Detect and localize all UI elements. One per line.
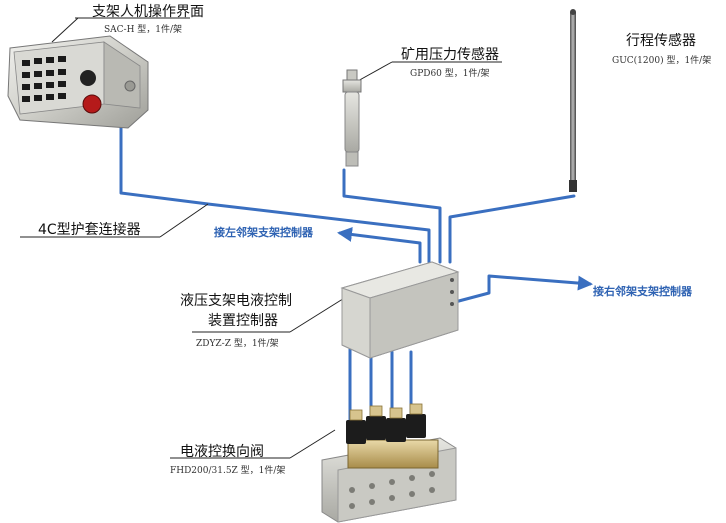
right-link-label: 接右邻架支架控制器 <box>593 285 692 298</box>
cable-stroke-sensor <box>448 194 576 264</box>
cable-pressure-sensor <box>342 168 442 264</box>
stroke-sensor-device <box>569 9 577 192</box>
cables <box>119 126 593 422</box>
pressure-sensor-spec: GPD60 型，1件/架 <box>410 69 490 79</box>
valve-device <box>321 403 457 523</box>
controller-title-line2: 装置控制器 <box>208 313 278 329</box>
hmi-spec: SAC-H 型，1件/架 <box>104 25 183 35</box>
leader-lines <box>20 17 502 459</box>
cable-right-link <box>453 274 593 304</box>
stroke-sensor-title: 行程传感器 <box>626 33 696 49</box>
hmi-device <box>7 35 149 129</box>
valve-spec: FHD200/31.5Z 型，1件/架 <box>170 466 286 476</box>
cable-hmi <box>119 126 431 264</box>
controller-spec: ZDYZ-Z 型，1件/架 <box>196 339 279 349</box>
cable-left-link <box>337 227 422 264</box>
pressure-sensor-device <box>342 69 362 167</box>
hmi-title: 支架人机操作界面 <box>92 4 204 20</box>
connector-title: 4C型护套连接器 <box>38 222 141 238</box>
pressure-sensor-title: 矿用压力传感器 <box>401 47 499 63</box>
valve-title: 电液控换向阀 <box>180 444 264 460</box>
stroke-sensor-spec: GUC(1200) 型，1件/架 <box>612 56 712 66</box>
controller-device <box>340 261 460 359</box>
controller-title-line1: 液压支架电液控制 <box>180 293 292 309</box>
left-link-label: 接左邻架支架控制器 <box>214 226 313 239</box>
